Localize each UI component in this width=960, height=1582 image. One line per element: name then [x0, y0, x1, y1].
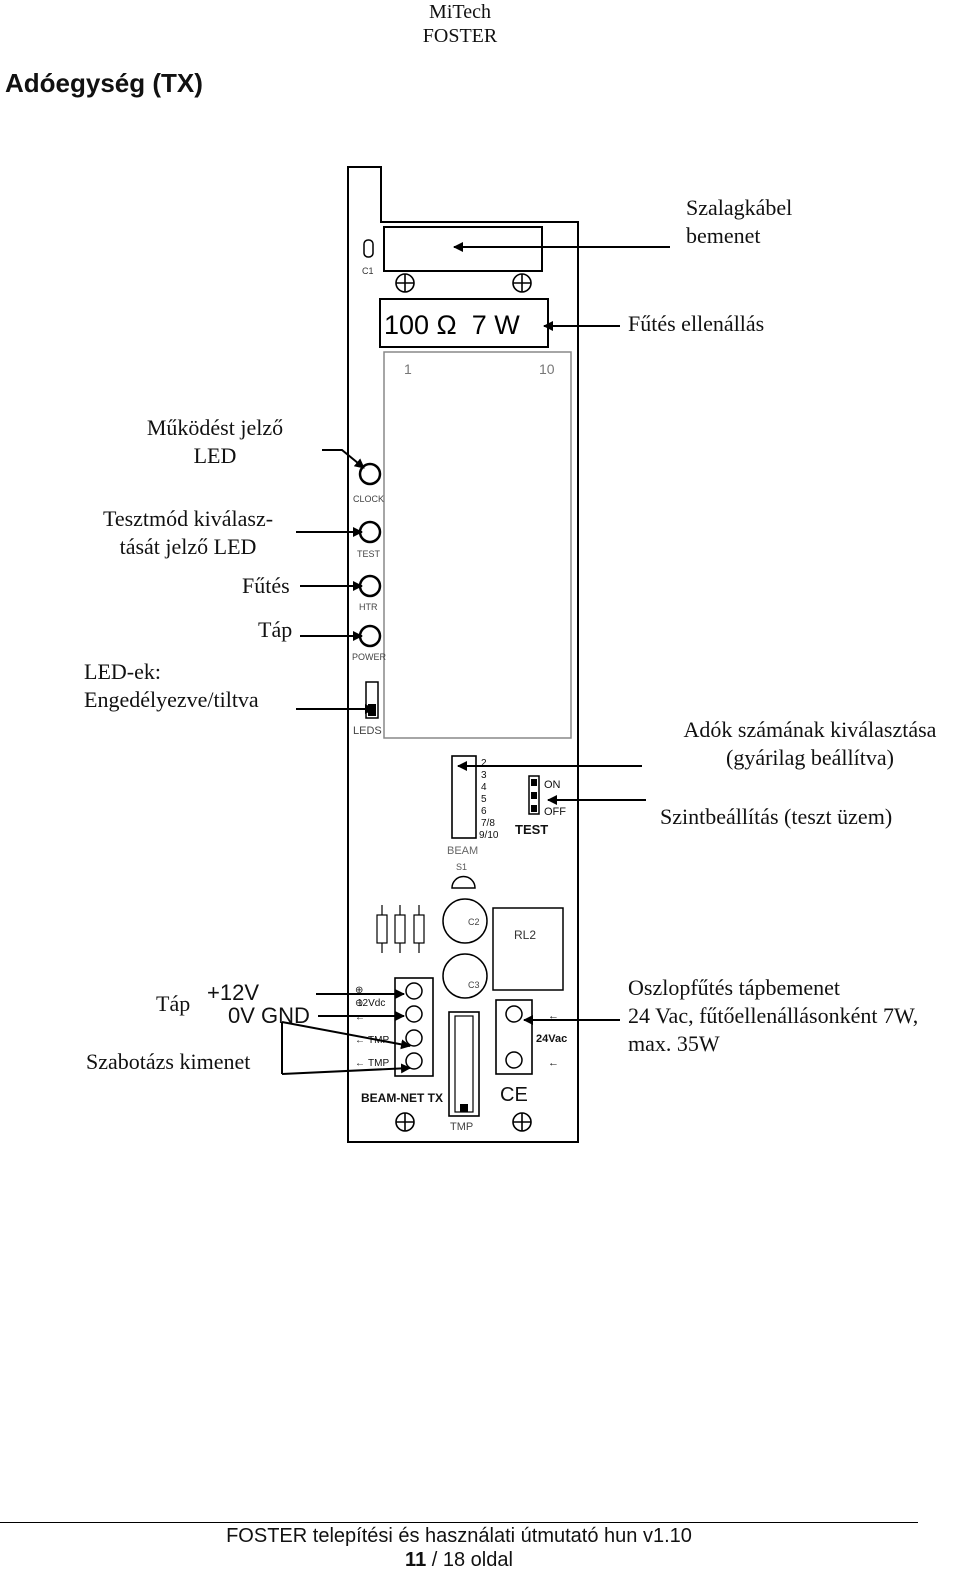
mount-hole-top-right — [512, 273, 532, 293]
silk-tmp-bottom: TMP — [450, 1121, 473, 1133]
svg-text:TEST: TEST — [515, 822, 548, 837]
callout-lines — [281, 242, 670, 1075]
svg-text:←: ← — [548, 1010, 559, 1022]
label-tx-count: Adók számának kiválasztása (gyárilag beá… — [683, 717, 937, 770]
svg-text:←: ← — [355, 1058, 365, 1069]
svg-text:TEST: TEST — [357, 549, 381, 559]
silk-brand: BEAM-NET TX — [361, 1091, 443, 1105]
footer-title: FOSTER telepítési és használati útmutató… — [226, 1525, 692, 1547]
company-line1: MiTech — [429, 1, 491, 23]
label-power-supply: Táp — [156, 991, 191, 1016]
footer-page-number: 11 / 18 oldal — [0, 1548, 918, 1572]
beam-selector — [451, 755, 477, 839]
label-operation-led: Működést jelző LED — [146, 415, 284, 468]
beam-numbers: 2 3 4 5 6 7/8 9/10 — [479, 758, 499, 841]
svg-text:CLOCK: CLOCK — [353, 494, 384, 504]
silk-12vdc: 12Vdc — [357, 998, 385, 1009]
svg-text:3: 3 — [481, 770, 487, 781]
capacitor-c3: C3 — [442, 953, 488, 999]
led-clock: CLOCK — [353, 462, 384, 504]
svg-text:2: 2 — [481, 758, 487, 769]
company-line2: FOSTER — [422, 25, 498, 47]
test-jumper: ON OFF TEST — [515, 775, 566, 837]
capacitor-c2: C2 — [442, 898, 488, 944]
relay-rl2 — [492, 907, 564, 991]
svg-text:←: ← — [355, 1035, 365, 1046]
board-diagram: C1 100 Ω 7 W 1 10 CLOCK TEST HTR POWER L… — [207, 166, 670, 1143]
page-total: / 18 oldal — [426, 1549, 513, 1571]
svg-text:LEDS: LEDS — [353, 725, 382, 737]
svg-text:5: 5 — [481, 794, 487, 805]
svg-text:C2: C2 — [468, 917, 480, 927]
mount-hole-bottom-right — [512, 1112, 532, 1132]
svg-text:4: 4 — [481, 782, 487, 793]
svg-text:POWER: POWER — [352, 652, 387, 662]
led-htr: HTR — [358, 574, 382, 612]
svg-text:9/10: 9/10 — [479, 830, 499, 841]
mount-hole-top-left — [395, 273, 415, 293]
svg-text:HTR: HTR — [359, 602, 378, 612]
silk-plus12v: +12V — [207, 980, 259, 1005]
svg-text:←: ← — [548, 1057, 559, 1069]
mount-hole-bottom-left — [395, 1112, 415, 1132]
resistor-label: 100 Ω 7 W — [384, 310, 520, 340]
silk-s1: S1 — [456, 862, 467, 872]
silk-ce: CE — [500, 1084, 528, 1106]
page-current: 11 — [405, 1549, 427, 1571]
svg-text:⊖: ⊖ — [355, 998, 363, 1009]
module-header — [383, 351, 572, 739]
page-title: Adóegység (TX) — [5, 68, 203, 98]
label-tamper-output: Szabotázs kimenet — [86, 1049, 251, 1074]
svg-text:←: ← — [355, 1012, 365, 1023]
label-heater-resistance: Fűtés ellenállás — [628, 311, 765, 336]
silk-c1: C1 — [362, 266, 374, 276]
svg-text:C3: C3 — [468, 980, 480, 990]
silk-tmp2: TMP — [368, 1058, 389, 1069]
label-level-setting: Szintbeállítás (teszt üzem) — [660, 804, 893, 829]
ribbon-connector — [383, 226, 543, 272]
silk-24vac: 24Vac — [536, 1033, 567, 1045]
label-power-led: Táp — [258, 617, 293, 642]
silk-beam: BEAM — [447, 845, 478, 857]
label-column-heating: Oszlopfűtés tápbemenet 24 Vac, fűtőellen… — [628, 975, 919, 1056]
header-company: MiTech FOSTER — [0, 0, 920, 48]
s1-button — [451, 875, 476, 889]
svg-text:6: 6 — [481, 806, 487, 817]
header-num-10: 10 — [539, 361, 555, 377]
label-test-mode-led: Tesztmód kiválasz- tását jelző LED — [102, 506, 274, 559]
label-leds-enable: LED-ek: Engedélyezve/tiltva — [84, 659, 259, 712]
header-num-1: 1 — [404, 361, 412, 377]
svg-text:OFF: OFF — [544, 806, 566, 818]
diodes — [376, 905, 425, 953]
svg-text:ON: ON — [544, 779, 561, 791]
svg-text:7/8: 7/8 — [481, 818, 495, 829]
label-ribbon-input: Szalagkábel bemenet — [686, 195, 793, 248]
svg-text:⊕: ⊕ — [355, 985, 363, 996]
footer-divider — [0, 1522, 918, 1523]
label-heating: Fűtés — [242, 573, 290, 598]
svg-text:RL2: RL2 — [514, 928, 536, 942]
